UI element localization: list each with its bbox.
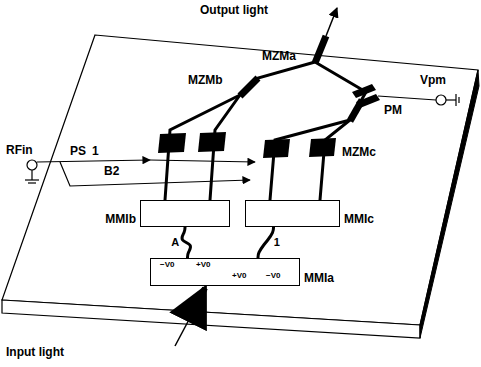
- substrate-side: [420, 70, 479, 338]
- part-label: MZMa: [262, 50, 296, 63]
- port-label: A: [170, 236, 180, 248]
- ground-symbol: [28, 182, 36, 183]
- mmi-coupler: MMIc: [245, 200, 340, 227]
- waveguide: [320, 120, 350, 200]
- component-label: MMIa: [304, 271, 334, 285]
- ground-wire: [446, 99, 456, 100]
- part-label: Input light: [6, 346, 64, 359]
- part-label: Vpm: [420, 74, 446, 87]
- substrate-top: [2, 35, 478, 325]
- part-label: +V0: [232, 272, 246, 281]
- ground-symbol: [458, 97, 459, 103]
- waveguide-connector: [182, 227, 191, 258]
- part-label: MZMb: [188, 74, 223, 87]
- part-label: −V0: [160, 261, 174, 270]
- input-light-line: [175, 314, 192, 346]
- rf-line: [150, 160, 255, 162]
- part-label: RFin: [6, 144, 33, 157]
- electrode: [198, 132, 226, 152]
- port-label: 1: [273, 236, 281, 248]
- mmi-coupler: MMIb: [140, 200, 230, 227]
- waveguide-connector: [258, 227, 274, 258]
- waveguide: [270, 120, 350, 200]
- ground-wire: [31, 170, 32, 180]
- part-label: Output light: [200, 4, 268, 17]
- input-waveguide: [190, 288, 205, 318]
- output-waveguide: [315, 36, 326, 63]
- rf-line: [37, 160, 150, 162]
- part-label: PM: [384, 104, 402, 117]
- component-label: MMIc: [344, 212, 374, 226]
- part-label: PS: [70, 145, 86, 158]
- rf-source: [27, 160, 37, 170]
- electrode: [263, 139, 290, 158]
- part-label: +V0: [196, 261, 210, 270]
- substrate-front: [2, 300, 420, 338]
- electrode: [158, 133, 186, 153]
- rf-line: [60, 162, 250, 186]
- output-light-line: [326, 8, 337, 36]
- mzm-output: [240, 78, 258, 96]
- ground-symbol: [455, 94, 456, 106]
- component-label: MMIb: [105, 212, 136, 226]
- part-label: MZMc: [342, 146, 376, 159]
- waveguide: [240, 62, 315, 95]
- electrode: [309, 138, 336, 157]
- ground-symbol: [25, 179, 39, 180]
- bias-wire: [378, 96, 436, 100]
- part-label: 1: [92, 145, 99, 158]
- pm-electrode: [356, 94, 380, 108]
- part-label: B2: [104, 165, 119, 178]
- part-label: −V0: [266, 272, 280, 281]
- bias-source: [436, 95, 446, 105]
